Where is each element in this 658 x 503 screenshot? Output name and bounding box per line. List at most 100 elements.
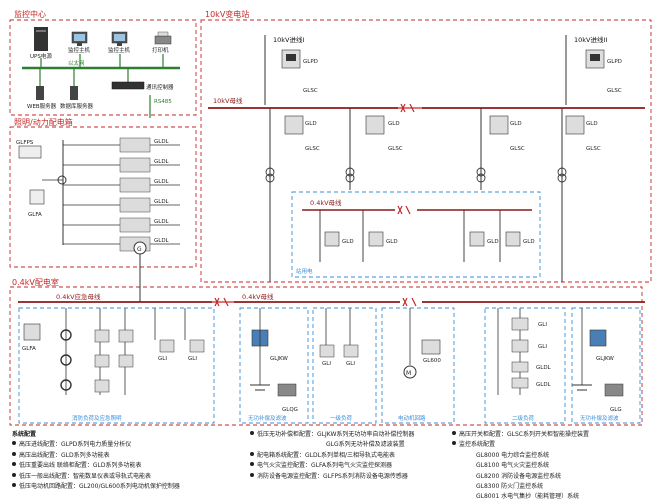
monitor-host-1-label: 监控主机 <box>68 46 91 54</box>
lv-bus-label: 0.4kV母线 <box>242 292 274 301</box>
lv-group-5-gldl-1: GLDL <box>536 365 552 371</box>
hv-feeder-4-gld: GLD <box>586 121 598 127</box>
lv-group-3-gli-2: GLI <box>346 361 355 367</box>
monitor-center-frame <box>9 19 197 116</box>
transformers <box>265 167 567 183</box>
lv-group-5-frame <box>484 307 566 424</box>
lighting-gldl-6-label: GLDL <box>154 238 170 244</box>
hv-bus-tie <box>400 103 415 113</box>
lv-group-3-gli-1: GLI <box>322 361 331 367</box>
lighting-gldl-1-label: GLDL <box>154 139 170 145</box>
lighting-title: 照明/动力配电箱 <box>14 117 73 127</box>
glfps-device-icon <box>18 145 42 159</box>
station-power: 0.4kV母线 站用电 GLD GLD GLD GLD <box>296 198 535 275</box>
legend-item: GL8100 电气火灾监控系统 <box>476 462 550 470</box>
motor-label: M <box>406 370 411 377</box>
lv-group-4-label: 电动机回路 <box>398 414 426 422</box>
hv-feeder-1-gld: GLD <box>305 121 317 127</box>
legend-item: 配电箱系统配置：GLDL系列单相/三相导轨式电能表 <box>250 451 414 461</box>
legend-item: GLG系列无功补偿及滤波装置 <box>326 441 405 449</box>
monitor-center: UPS电源 监控主机 监控主机 打印机 以太网 WEB服务器 数据库服务器 <box>22 27 180 118</box>
ups-label: UPS电源 <box>30 52 52 60</box>
station-gld-1: GLD <box>342 239 354 245</box>
legend-item: 消防设备电源监控配置：GLFPS系列消防设备电源传感器 <box>250 472 414 482</box>
comm-controller-icon <box>111 81 145 90</box>
lighting-gldl-3-label: GLDL <box>154 179 170 185</box>
legend-col-2: 低压无功补偿柜配置：GLJKW系列无功功率自动补偿控制器 GLG系列无功补偿及滤… <box>250 430 414 482</box>
legend-item: 低压无功补偿柜配置：GLJKW系列无功功率自动补偿控制器 <box>250 430 414 440</box>
legend-item: 高压出线配置：GLD系列多功能表 <box>12 451 180 461</box>
incoming-2-label: 10kV进线II <box>574 35 607 44</box>
motor-icon <box>403 365 417 379</box>
legend-item: 高压开关柜配置：GLSC系列开关柜智能操控装置 <box>452 430 589 440</box>
lighting-glfa-icon <box>29 189 45 205</box>
db-server-label: 数据库服务器 <box>60 102 94 110</box>
lv-gljkw-right-label: GLJKW <box>596 356 614 362</box>
lv-glg-left-device <box>277 383 297 397</box>
station-bus-label: 0.4kV母线 <box>310 198 342 207</box>
lv-room-frame <box>9 286 643 426</box>
gl600-label: GL600 <box>423 358 441 364</box>
lv-group-3-frame <box>312 307 377 424</box>
lighting-box: GLFPS GLFA GLDL <box>16 137 180 252</box>
legend-title-1: 系统配置 <box>12 431 37 438</box>
lighting-gldl-4-label: GLDL <box>154 199 170 205</box>
lighting-frame <box>9 126 197 268</box>
hv-feeder-2-glsc: GLSC <box>388 146 403 152</box>
station-gld-4: GLD <box>523 239 535 245</box>
legend-item: 高压进线配置：GLPD系列电力质量分析仪 <box>12 440 180 450</box>
lighting-glfps-label: GLFPS <box>16 140 34 146</box>
lv-glg-label: GLG <box>610 407 622 413</box>
station-gld-2: GLD <box>386 239 398 245</box>
lv-group-5-gli-2: GLI <box>538 344 547 350</box>
lv-group-2-frame <box>239 307 309 424</box>
lv-group-1-frame <box>18 307 215 424</box>
hv-feeder-3-gld: GLD <box>510 121 522 127</box>
station-gld-3: GLD <box>487 239 499 245</box>
incoming-1-label: 10kV进线I <box>273 35 304 44</box>
hv-bus-label: 10kV母线 <box>213 96 243 105</box>
comm-controller-label: 通讯控制器 <box>146 83 174 91</box>
legend-item: 电气火灾监控配置：GLFA系列电气火灾监控探测器 <box>250 461 414 471</box>
lv-group-3-label: 一级负荷 <box>330 414 353 422</box>
lv-group-2-label: 无功补偿及滤波 <box>248 414 287 422</box>
hv-feeder-1-glsc: GLSC <box>305 146 320 152</box>
lv-glfa-icon <box>23 323 41 341</box>
gl600-device <box>421 339 441 355</box>
lighting-glfa-label: GLFA <box>28 212 42 218</box>
monitor-host-2-label: 监控主机 <box>108 46 131 54</box>
lv-emergency-bus-label: 0.4kV应急母线 <box>56 292 101 301</box>
web-server-icon <box>36 86 44 100</box>
web-server-label: WEB服务器 <box>27 102 57 110</box>
lv-group-5-gli-1: GLI <box>538 322 547 328</box>
lv-gljkw-left-label: GLJKW <box>270 356 288 362</box>
printer-icon <box>154 35 172 45</box>
generator-label: G <box>137 246 142 253</box>
legend-item: GL8300 防火门监控系统 <box>476 483 544 491</box>
lighting-gldl-5-label: GLDL <box>154 219 170 225</box>
lv-gli-2: GLI <box>188 356 197 362</box>
incoming-2-glpd: GLPD <box>607 59 622 65</box>
incoming-1-glpd: GLPD <box>303 59 318 65</box>
db-server-icon <box>70 86 78 100</box>
lv-group-5-label: 二级负荷 <box>512 414 535 422</box>
incoming-1-glsc: GLSC <box>303 88 318 94</box>
monitor-center-title: 监控中心 <box>14 9 46 19</box>
substation-title: 10kV变电站 <box>205 9 249 19</box>
lv-glfa-label: GLFA <box>22 346 36 352</box>
lv-group-1-label: 消防负荷及应急照明 <box>72 414 122 422</box>
ups-icon <box>34 27 48 51</box>
lv-group-6-label: 无功补偿及滤波 <box>580 414 619 422</box>
lighting-gldl-2-label: GLDL <box>154 159 170 165</box>
legend-item: 低压一般出线配置：智能数显仪表或导轨式电能表 <box>12 472 180 482</box>
hv-substation: 10kV进线I 10kV进线II GLPD GLSC GLPD GLSC 10k… <box>208 35 645 282</box>
hv-feeder-3-glsc: GLSC <box>510 146 525 152</box>
system-diagram: 监控中心 10kV变电站 照明/动力配电箱 0.4kV配电室 UPS电源 监控主… <box>9 9 652 426</box>
rs485-label: RS485 <box>154 99 172 105</box>
legend-item: 监控系统配置 <box>452 440 589 450</box>
incoming-2-glsc: GLSC <box>607 88 622 94</box>
lv-group-6-frame <box>571 307 641 424</box>
hv-feeder-4-glsc: GLSC <box>586 146 601 152</box>
legend-col-1: 系统配置 高压进线配置：GLPD系列电力质量分析仪 高压出线配置：GLD系列多功… <box>12 430 180 492</box>
lv-room-title: 0.4kV配电室 <box>12 277 59 287</box>
